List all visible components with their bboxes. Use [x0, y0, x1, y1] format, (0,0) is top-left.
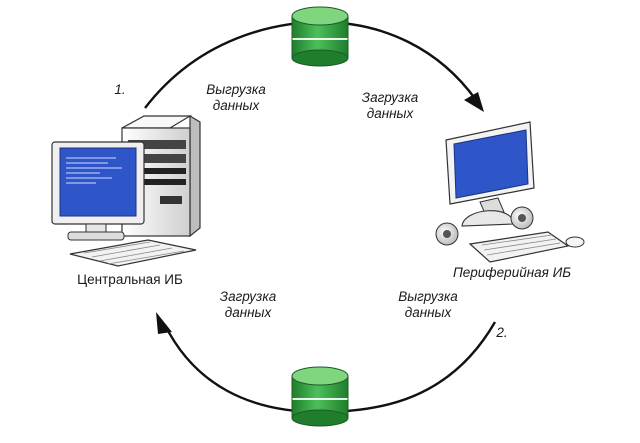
peripheral-db-label: Периферийная ИБ — [452, 265, 572, 280]
upload-bottom-line-2: данных — [404, 305, 452, 320]
upper-arrowhead — [464, 92, 484, 112]
central-computer-icon — [51, 114, 201, 267]
step-2-label: 2. — [496, 325, 508, 340]
download-top-label: Загрузка данных — [342, 90, 438, 122]
upload-bottom-label: Выгрузка данных — [380, 289, 476, 321]
central-db-label: Центральная ИБ — [77, 272, 183, 287]
download-bottom-line-2: данных — [224, 305, 272, 320]
database-icon — [291, 6, 349, 67]
download-top-line-2: данных — [366, 106, 414, 121]
step-1-label: 1. — [114, 82, 126, 97]
download-bottom-label: Загрузка данных — [200, 289, 296, 321]
peripheral-computer-icon — [435, 121, 585, 263]
upload-bottom-line-1: Выгрузка — [398, 289, 458, 304]
download-bottom-line-1: Загрузка — [219, 289, 277, 304]
upload-top-line-1: Выгрузка — [206, 82, 266, 97]
upload-top-line-2: данных — [212, 98, 260, 113]
lower-arrowhead — [156, 312, 172, 334]
upload-top-label: Выгрузка данных — [188, 82, 284, 114]
database-icon — [291, 366, 349, 427]
download-top-line-1: Загрузка — [361, 90, 419, 105]
